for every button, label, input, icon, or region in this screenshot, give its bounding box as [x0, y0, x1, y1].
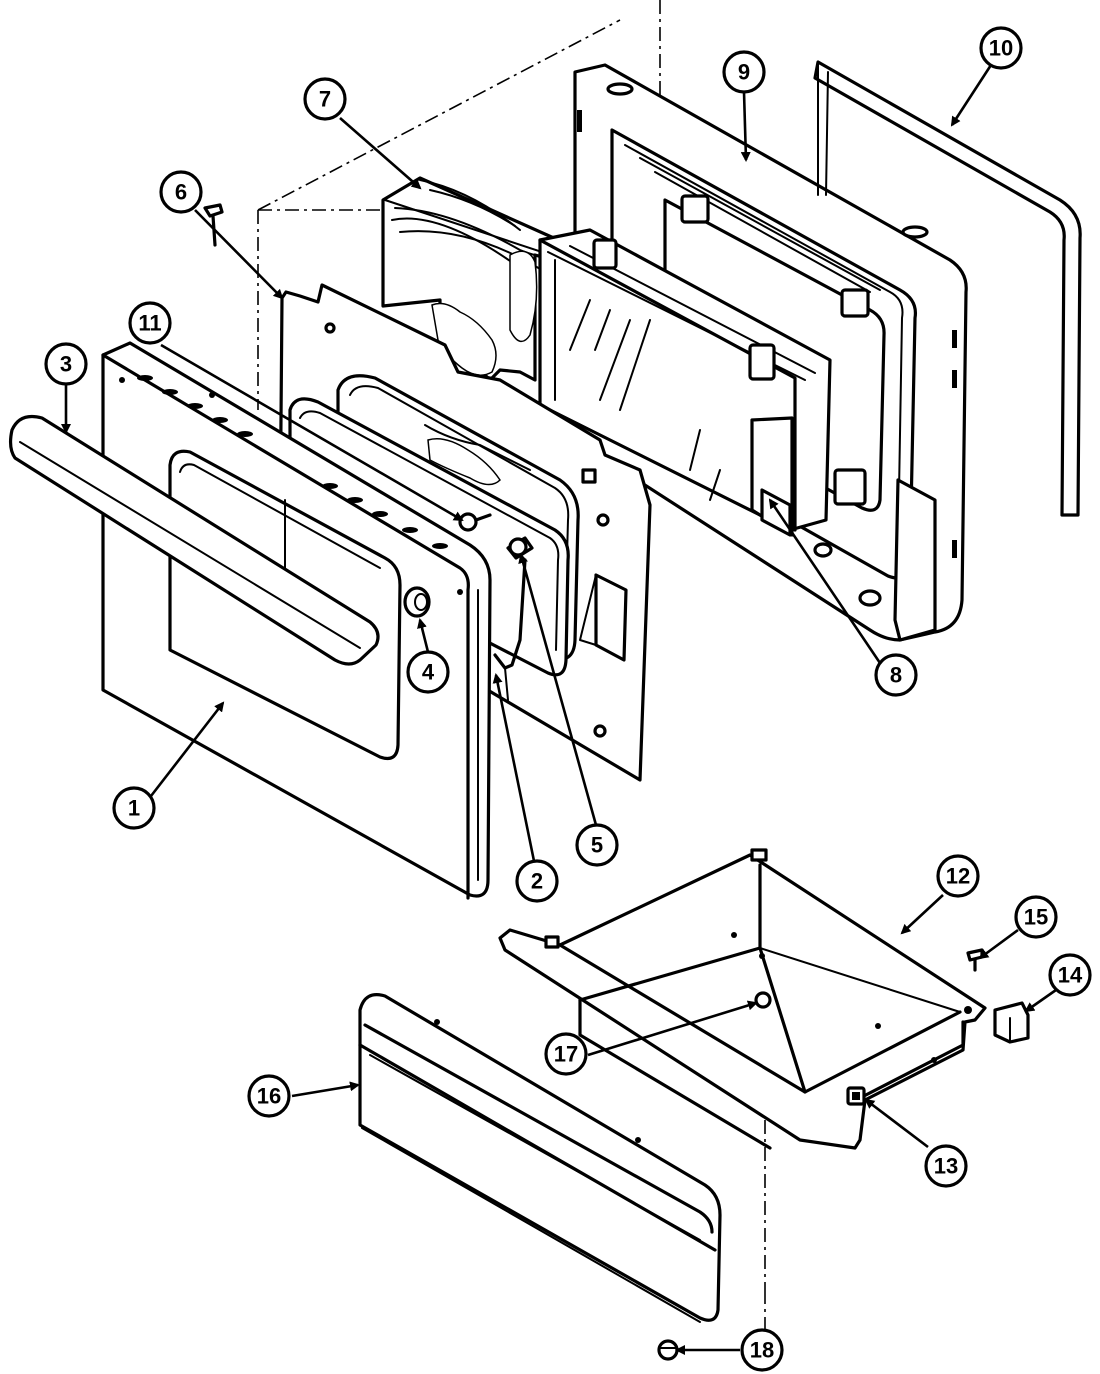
- callout-17: 17: [544, 1032, 588, 1076]
- glass-pack: [538, 228, 832, 537]
- callout-9: 9: [722, 50, 766, 94]
- callout-4: 4: [406, 650, 450, 694]
- svg-text:11: 11: [138, 311, 161, 336]
- callout-12: 12: [936, 854, 980, 898]
- callout-3: 3: [44, 342, 88, 386]
- callout-7: 7: [303, 77, 347, 121]
- callout-16: 16: [247, 1074, 291, 1118]
- callout-13: 13: [924, 1144, 968, 1188]
- svg-text:6: 6: [175, 180, 187, 205]
- svg-text:16: 16: [257, 1084, 281, 1109]
- screw-part-5: [506, 536, 534, 560]
- screw-near-window: [458, 512, 492, 532]
- drawer-front-panel: [358, 993, 722, 1323]
- svg-text:9: 9: [738, 60, 750, 85]
- svg-text:18: 18: [750, 1338, 774, 1363]
- svg-text:12: 12: [946, 864, 970, 889]
- callout-6: 6: [159, 170, 203, 214]
- svg-text:14: 14: [1058, 963, 1083, 988]
- callouts: 1 2 3 4 5 6 7 8: [44, 26, 1092, 1372]
- svg-text:4: 4: [422, 660, 435, 685]
- callout-14: 14: [1048, 953, 1092, 997]
- svg-text:10: 10: [989, 36, 1013, 61]
- svg-text:5: 5: [591, 833, 603, 858]
- callout-1: 1: [112, 786, 156, 830]
- leader-lines: [61, 64, 1057, 1355]
- svg-text:3: 3: [60, 352, 72, 377]
- door-bumper: [403, 586, 431, 618]
- callout-8: 8: [874, 653, 918, 697]
- door-gasket: [813, 60, 1082, 517]
- svg-text:8: 8: [890, 663, 902, 688]
- callout-5: 5: [575, 823, 619, 867]
- door-handle: [8, 414, 380, 666]
- svg-text:2: 2: [531, 869, 543, 894]
- drawer-clip: [993, 1001, 1030, 1044]
- drawer-screw: [966, 948, 984, 972]
- svg-text:15: 15: [1024, 905, 1048, 930]
- callout-2: 2: [515, 859, 559, 903]
- callout-15: 15: [1014, 895, 1058, 939]
- svg-text:1: 1: [128, 796, 140, 821]
- drawer-foot: [657, 1339, 679, 1361]
- top-screw: [203, 203, 224, 247]
- drawer-stop: [754, 991, 772, 1009]
- drawer-roller: [846, 1086, 866, 1106]
- callout-18: 18: [740, 1328, 784, 1372]
- svg-text:17: 17: [554, 1042, 578, 1067]
- callout-10: 10: [979, 26, 1023, 70]
- drawer-body: [498, 848, 987, 1150]
- svg-text:13: 13: [934, 1154, 958, 1179]
- svg-text:7: 7: [319, 87, 331, 112]
- door-hinge: [493, 558, 527, 701]
- callout-11: 11: [128, 301, 172, 345]
